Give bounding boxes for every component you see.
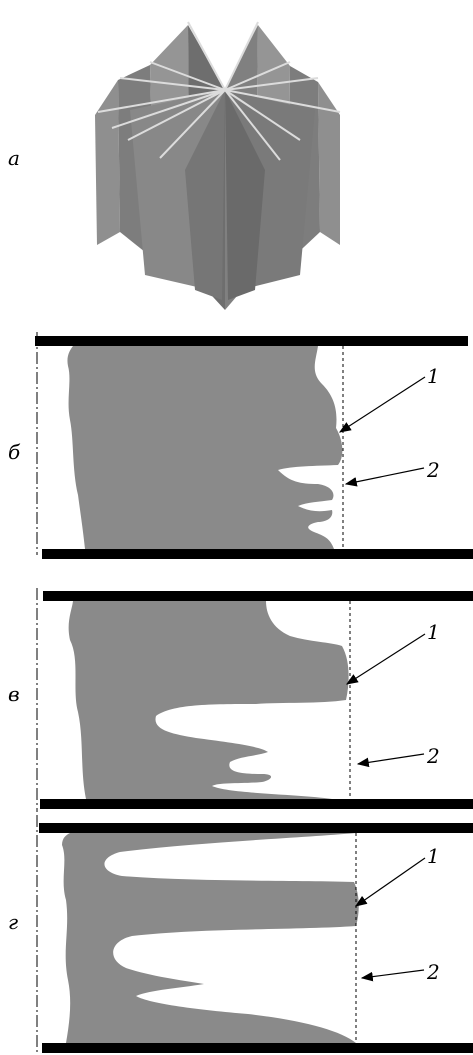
fin-edges: [97, 21, 341, 161]
bottom-bar: [42, 549, 473, 559]
fin: [95, 80, 120, 245]
top-bar: [43, 591, 473, 601]
top-bar: [35, 336, 468, 346]
panel-b: [35, 332, 473, 559]
panel-v: [36, 588, 473, 812]
fin: [318, 82, 340, 245]
growth-shape: [67, 346, 343, 549]
panel-label-v: в: [8, 682, 20, 706]
panel-label-g: г: [8, 910, 19, 934]
fin: [225, 90, 265, 300]
callout-g-1: 1: [427, 844, 440, 868]
leader-1: [355, 857, 426, 907]
callout-g-2: 2: [427, 960, 440, 984]
leader-2: [356, 753, 425, 768]
leader-2: [344, 467, 425, 487]
leader-1: [338, 376, 426, 433]
top-bar: [39, 823, 473, 833]
panel-g: [36, 815, 473, 1055]
callout-b-2: 2: [427, 458, 440, 482]
callout-v-2: 2: [427, 744, 440, 768]
fin: [185, 90, 225, 300]
growth-shape: [68, 601, 349, 799]
radial-fins-3d: [95, 21, 341, 310]
bottom-bar: [42, 1043, 473, 1053]
callout-v-1: 1: [427, 620, 440, 644]
panel-label-b: б: [8, 440, 21, 464]
callout-b-1: 1: [427, 364, 440, 388]
leader-1: [345, 633, 426, 685]
growth-shape: [62, 833, 359, 1043]
leader-2: [360, 969, 425, 982]
bottom-bar: [40, 799, 473, 809]
panel-label-a: а: [8, 146, 20, 170]
